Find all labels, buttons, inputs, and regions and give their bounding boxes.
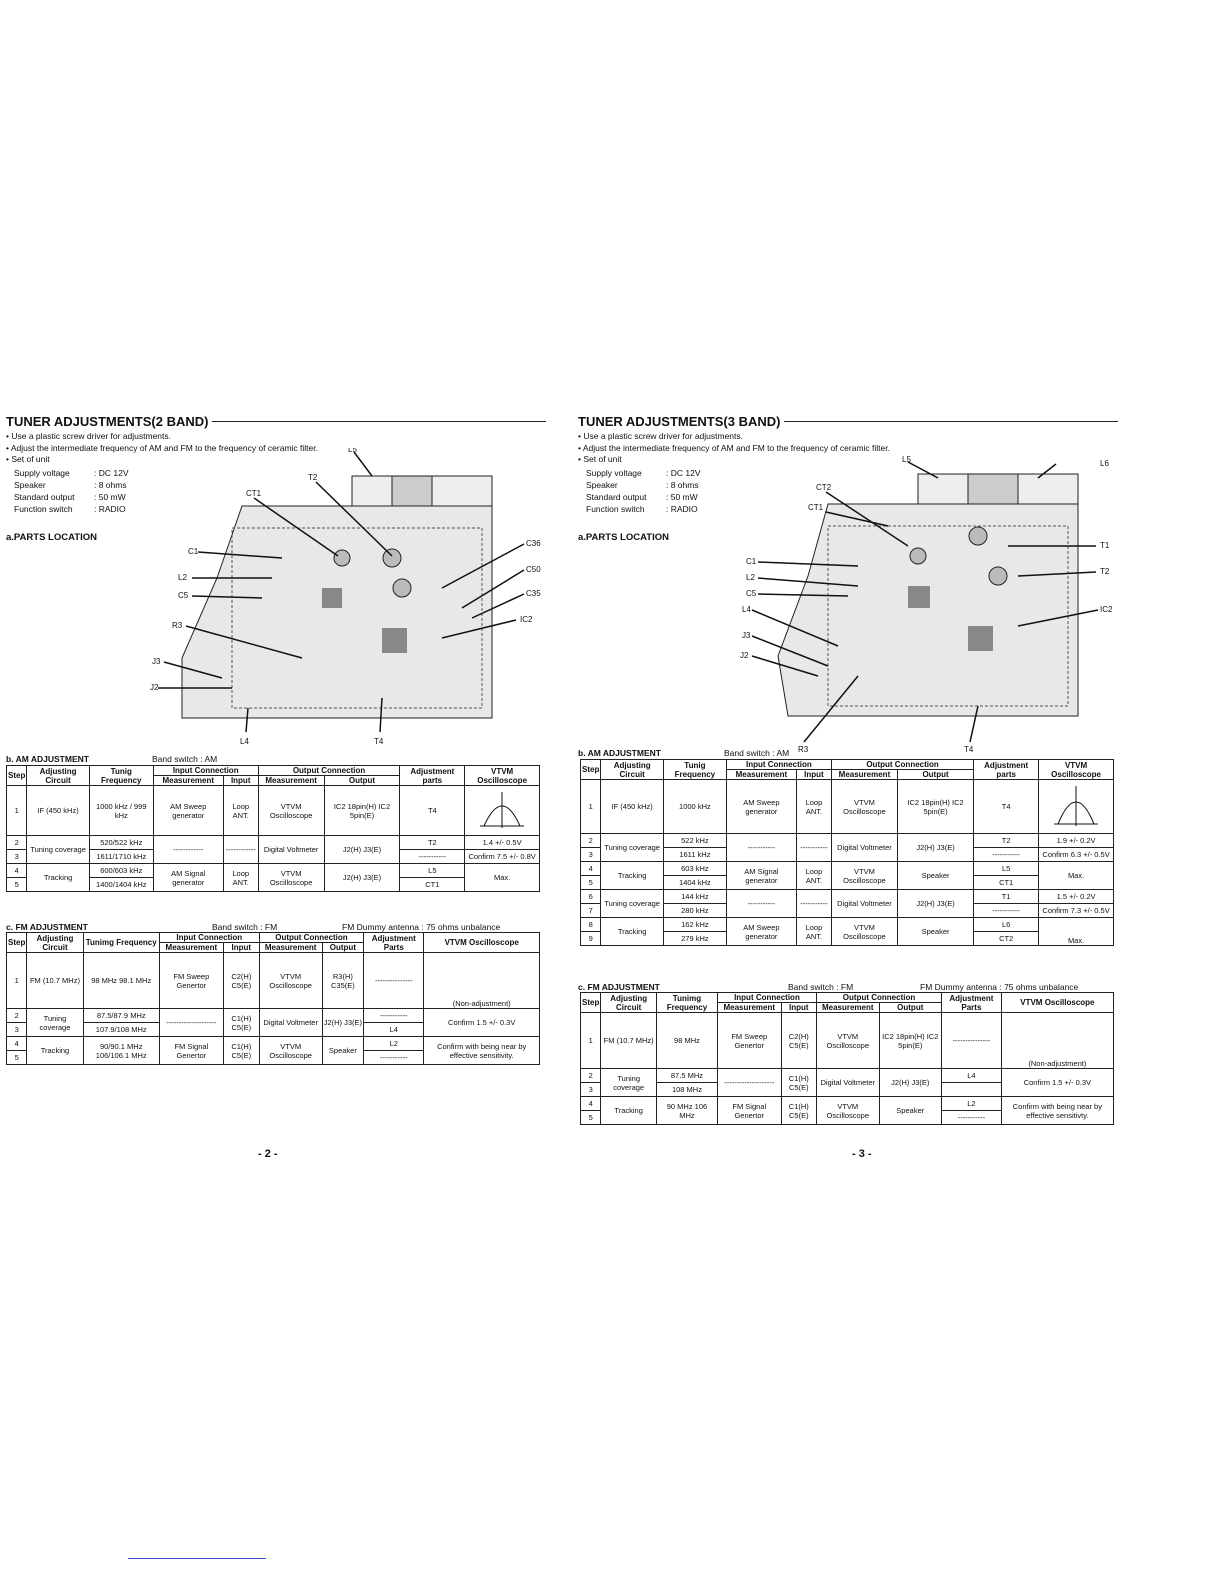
pcb-label: L5 xyxy=(902,456,911,464)
pcb-label: J3 xyxy=(152,657,161,666)
pcb-label: C5 xyxy=(746,589,757,598)
if-response-curve xyxy=(1038,779,1114,834)
pcb-label: L4 xyxy=(742,605,751,614)
pcb-label: C35 xyxy=(526,589,541,598)
table-row: 5----------- xyxy=(579,1110,1114,1125)
pcb-label: T2 xyxy=(308,473,318,482)
if-response-curve xyxy=(464,785,540,836)
pcb-label: L5 xyxy=(348,448,357,454)
pcb-label: L2 xyxy=(746,573,755,582)
pcb-label: J3 xyxy=(742,631,751,640)
right-page: TUNER ADJUSTMENTS(3 BAND) Use a plastic … xyxy=(578,412,1118,1125)
pcb-label: C36 xyxy=(526,539,541,548)
unit-specs: Supply voltage: DC 12V Speaker: 8 ohms S… xyxy=(14,467,129,514)
pcb-label: J2 xyxy=(150,683,159,692)
pcb-label: CT2 xyxy=(816,483,832,492)
pcb-label: CT1 xyxy=(808,503,824,512)
page-title: TUNER ADJUSTMENTS(2 BAND) xyxy=(6,412,546,430)
pcb-label: IC2 xyxy=(520,615,533,624)
unit-specs: Supply voltage: DC 12V Speaker: 8 ohms S… xyxy=(586,467,701,514)
pcb-label: R3 xyxy=(172,621,183,630)
pcb-label: L6 xyxy=(1100,459,1109,468)
parts-location-heading: a.PARTS LOCATION xyxy=(578,532,669,543)
footer-rule xyxy=(128,1558,266,1559)
parts-location-heading: a.PARTS LOCATION xyxy=(6,532,97,543)
pcb-label: C5 xyxy=(178,591,189,600)
page-title: TUNER ADJUSTMENTS(3 BAND) xyxy=(578,412,1118,430)
pcb-label: T4 xyxy=(964,745,974,754)
pcb-label: CT1 xyxy=(246,489,262,498)
pcb-label: R3 xyxy=(798,745,809,754)
instructions: Use a plastic screw driver for adjustmen… xyxy=(6,431,546,466)
left-page: TUNER ADJUSTMENTS(2 BAND) Use a plastic … xyxy=(5,412,546,1065)
page-number: - 3 - xyxy=(852,1148,872,1160)
pcb-label: T1 xyxy=(1100,541,1110,550)
pcb-label: T2 xyxy=(1100,567,1110,576)
pcb-diagram: L5 T2 CT1 C1 L2 C5 R3 J3 J2 C36 C50 C35 … xyxy=(150,448,541,746)
pcb-label: C50 xyxy=(526,565,541,574)
page-number: - 2 - xyxy=(258,1148,278,1160)
pcb-label: T4 xyxy=(374,737,384,746)
instructions: Use a plastic screw driver for adjustmen… xyxy=(578,431,1118,466)
pcb-label: L2 xyxy=(178,573,187,582)
pcb-label: IC2 xyxy=(1100,605,1113,614)
pcb-label: J2 xyxy=(740,651,749,660)
pcb-label: L4 xyxy=(240,737,249,746)
table-row: 5----------- xyxy=(5,1050,540,1065)
pcb-label: C1 xyxy=(188,547,199,556)
pcb-diagram: L5 L6 CT2 CT1 T1 T2 C1 L2 C5 L4 J3 J2 IC… xyxy=(740,456,1113,754)
pcb-label: C1 xyxy=(746,557,757,566)
